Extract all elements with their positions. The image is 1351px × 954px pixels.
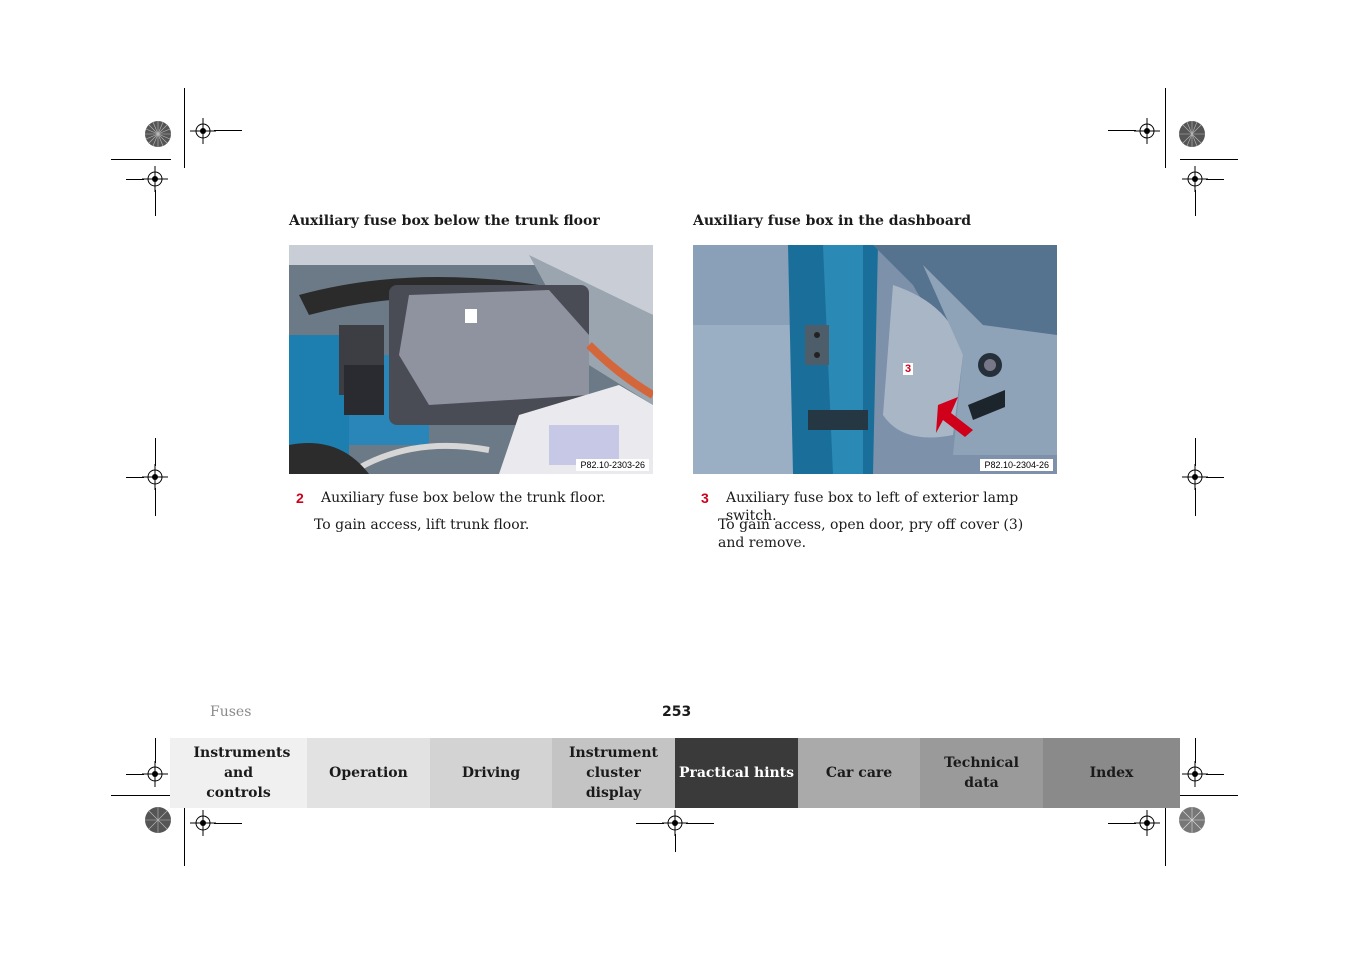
figure-code: P82.10-2304-26 <box>980 459 1053 471</box>
figure-code: P82.10-2303-26 <box>576 459 649 471</box>
starburst-mark-icon <box>145 807 171 833</box>
legend-item: 3 Auxiliary fuse box to left of exterior… <box>701 489 1061 524</box>
access-note: To gain access, lift trunk floor. <box>314 517 530 533</box>
tab-index[interactable]: Index <box>1043 738 1180 808</box>
tab-label: Instrument cluster display <box>569 745 658 801</box>
tab-label: Car care <box>825 765 893 781</box>
access-note: To gain access, open door, pry off cover… <box>718 517 1024 551</box>
callout-label: 3 <box>903 363 914 375</box>
legend-item: 2 Auxiliary fuse box below the trunk flo… <box>296 489 656 509</box>
starburst-mark-icon <box>1179 121 1205 147</box>
tab-label: Instruments and controls <box>193 745 291 801</box>
page-number: 253 <box>662 704 692 720</box>
tab-label: Practical hints <box>678 765 795 781</box>
tab-label: Index <box>1089 765 1134 781</box>
chapter-nav: Instruments and controls Operation Drivi… <box>170 738 1180 808</box>
tab-label: Driving <box>461 765 521 781</box>
tab-technical-data[interactable]: Technical data <box>920 738 1043 808</box>
tab-driving[interactable]: Driving <box>430 738 552 808</box>
registration-mark-icon <box>190 810 216 836</box>
footer-section-label: Fuses <box>210 704 252 720</box>
item-number: 2 <box>296 490 304 506</box>
tab-label: Operation <box>329 765 408 781</box>
registration-mark-icon <box>1134 810 1160 836</box>
registration-mark-icon <box>1134 118 1160 144</box>
registration-mark-icon <box>1182 464 1208 490</box>
registration-mark-icon <box>142 761 168 787</box>
registration-mark-icon <box>190 118 216 144</box>
section-title-trunk: Auxiliary fuse box below the trunk floor <box>289 213 600 229</box>
trunk-fuse-box-illustration: P82.10-2303-26 <box>289 245 653 474</box>
item-text: Auxiliary fuse box to left of exterior l… <box>726 490 1019 524</box>
section-title-dashboard: Auxiliary fuse box in the dashboard <box>693 213 972 229</box>
registration-mark-icon <box>142 166 168 192</box>
registration-mark-icon <box>1182 761 1208 787</box>
item-number: 3 <box>701 490 709 506</box>
tab-instruments-and-controls[interactable]: Instruments and controls <box>170 738 307 808</box>
tab-operation[interactable]: Operation <box>307 738 430 808</box>
tab-instrument-cluster-display[interactable]: Instrument cluster display <box>552 738 675 808</box>
registration-mark-icon <box>142 464 168 490</box>
dashboard-fuse-box-illustration: 3 P82.10-2304-26 <box>693 245 1057 474</box>
registration-mark-icon <box>1182 166 1208 192</box>
starburst-mark-icon <box>145 121 171 147</box>
starburst-mark-icon <box>1179 807 1205 833</box>
tab-practical-hints[interactable]: Practical hints <box>675 738 798 808</box>
tab-car-care[interactable]: Car care <box>798 738 920 808</box>
registration-mark-icon <box>662 810 688 836</box>
tab-label: Technical data <box>944 755 1019 791</box>
item-text: Auxiliary fuse box below the trunk floor… <box>321 490 606 506</box>
